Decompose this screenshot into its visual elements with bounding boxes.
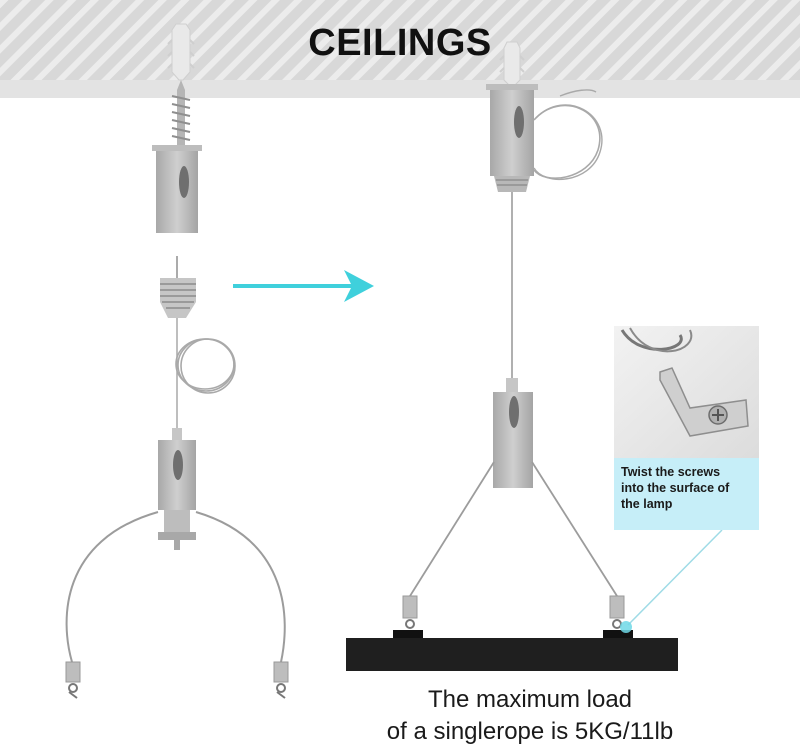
caption-line-2: of a singlerope is 5KG/11lb <box>386 718 674 745</box>
l-bracket-icon <box>620 327 749 437</box>
screw-anchor-icon <box>167 23 195 81</box>
callout-line-2: into the surface of <box>621 481 730 495</box>
bottom-gripper <box>158 428 196 550</box>
page-title: CEILINGS <box>308 22 492 64</box>
wire-coil-icon <box>175 338 236 394</box>
callout-text: Twist the screws into the surface of the… <box>621 464 757 512</box>
threaded-connector <box>160 256 196 318</box>
lamp-bar <box>346 638 678 671</box>
y-wire-right <box>195 511 286 663</box>
ceiling-band <box>0 0 800 98</box>
callout-pointer <box>620 529 723 633</box>
top-gripper <box>152 145 202 233</box>
lamp-clip-left <box>393 595 423 638</box>
load-caption: The maximum load of a singlerope is 5KG/… <box>330 684 730 748</box>
screw <box>171 80 191 145</box>
left-exploded-assembly <box>65 23 289 699</box>
arrow-right-icon <box>233 270 374 302</box>
bottom-gripper-installed <box>493 378 533 488</box>
callout-line-1: Twist the screws <box>621 465 721 479</box>
callout-line-3: the lamp <box>621 497 673 511</box>
end-clip-right <box>273 661 289 699</box>
caption-line-1: The maximum load <box>427 686 633 713</box>
right-installed-assembly <box>346 41 723 671</box>
y-wire-left <box>65 511 159 663</box>
screw-anchor-icon <box>499 41 525 87</box>
callout-box: Twist the screws into the surface of the… <box>614 458 759 530</box>
lamp-clip-right <box>603 595 633 638</box>
top-gripper-installed <box>486 84 538 192</box>
bracket-photo <box>614 326 759 458</box>
end-clip-left <box>65 661 81 699</box>
wire-coil-icon <box>533 104 601 179</box>
